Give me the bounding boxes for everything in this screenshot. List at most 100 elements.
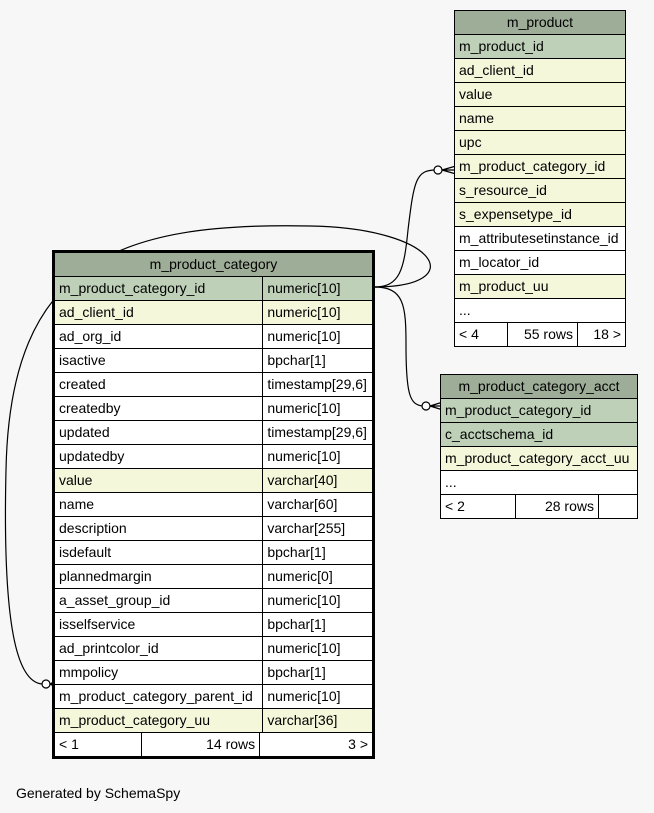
column-name: m_product_id xyxy=(455,35,625,58)
column-row-m-product-category-id[interactable]: m_product_category_id xyxy=(455,155,625,179)
column-name: s_resource_id xyxy=(455,179,625,202)
column-name: name xyxy=(55,493,263,516)
column-type: bpchar[1] xyxy=(262,613,372,636)
column-row-m-attributesetinstance-id[interactable]: m_attributesetinstance_id xyxy=(455,227,625,251)
column-type: numeric[10] xyxy=(262,637,372,660)
column-name: m_product_category_id xyxy=(55,277,263,300)
column-row-ad-client-id[interactable]: ad_client_id xyxy=(455,59,625,83)
fk-self-optional-marker xyxy=(41,679,51,689)
column-type: numeric[0] xyxy=(262,565,372,588)
column-name: m_product_category_id xyxy=(441,399,637,422)
table-title[interactable]: m_product xyxy=(455,11,625,35)
table-title[interactable]: m_product_category xyxy=(55,253,372,277)
column-type: timestamp[29,6] xyxy=(262,373,372,396)
column-row-s-resource-id[interactable]: s_resource_id xyxy=(455,179,625,203)
column-row-m-locator-id[interactable]: m_locator_id xyxy=(455,251,625,275)
column-name: m_product_category_uu xyxy=(55,709,263,732)
column-row-s-expensetype-id[interactable]: s_expensetype_id xyxy=(455,203,625,227)
column-name: upc xyxy=(455,131,625,154)
column-name: value xyxy=(455,83,625,106)
parents-count[interactable]: < 4 xyxy=(459,326,479,342)
column-type: numeric[10] xyxy=(262,277,372,300)
column-name: name xyxy=(455,107,625,130)
column-type: numeric[10] xyxy=(262,397,372,420)
column-type: varchar[255] xyxy=(262,517,372,540)
column-name: description xyxy=(55,517,263,540)
column-row-m-product-category-id[interactable]: m_product_category_id xyxy=(441,399,637,423)
row-count: 55 rows xyxy=(507,323,577,346)
column-row-more[interactable]: ... xyxy=(455,299,625,323)
column-name: ad_client_id xyxy=(455,59,625,82)
column-name: isselfservice xyxy=(55,613,263,636)
column-name: value xyxy=(55,469,263,492)
column-name: m_product_category_acct_uu xyxy=(441,447,637,470)
table-title[interactable]: m_product_category_acct xyxy=(441,375,637,399)
parents-count[interactable]: < 1 xyxy=(59,736,79,752)
children-count[interactable]: 3 > xyxy=(259,733,372,756)
column-name: m_product_category_id xyxy=(455,155,625,178)
column-name: plannedmargin xyxy=(55,565,263,588)
column-name: updated xyxy=(55,421,263,444)
children-count[interactable] xyxy=(598,495,637,518)
column-name: created xyxy=(55,373,263,396)
column-type: timestamp[29,6] xyxy=(262,421,372,444)
fk-m-product-to-category xyxy=(373,169,437,288)
column-type: bpchar[1] xyxy=(262,541,372,564)
column-type: varchar[60] xyxy=(262,493,372,516)
column-row-value[interactable]: value xyxy=(455,83,625,107)
column-type: bpchar[1] xyxy=(262,661,372,684)
column-name: c_acctschema_id xyxy=(441,423,637,446)
column-name: m_locator_id xyxy=(455,251,625,274)
column-row-c-acctschema-id[interactable]: c_acctschema_id xyxy=(441,423,637,447)
column-name: ... xyxy=(441,471,637,494)
column-name: updatedby xyxy=(55,445,263,468)
column-name: mmpolicy xyxy=(55,661,263,684)
fk-m-product-crowfoot xyxy=(441,165,457,175)
fk-acct-optional-marker xyxy=(421,401,431,411)
column-name: ad_org_id xyxy=(55,325,263,348)
column-type: numeric[10] xyxy=(262,685,372,708)
column-name: m_attributesetinstance_id xyxy=(455,227,625,250)
column-name: ad_client_id xyxy=(55,301,263,324)
column-row-name[interactable]: name xyxy=(455,107,625,131)
column-row-m-product-id[interactable]: m_product_id xyxy=(455,35,625,59)
column-row-more[interactable]: ... xyxy=(441,471,637,495)
column-name: a_asset_group_id xyxy=(55,589,263,612)
fk-m-product-optional-marker xyxy=(433,165,443,175)
column-name: createdby xyxy=(55,397,263,420)
column-row-upc[interactable]: upc xyxy=(455,131,625,155)
fk-acct-to-category xyxy=(373,286,424,407)
parents-count[interactable]: < 2 xyxy=(445,498,465,514)
column-row-m-product-category-acct-uu[interactable]: m_product_category_acct_uu xyxy=(441,447,637,471)
column-name: s_expensetype_id xyxy=(455,203,625,226)
children-count[interactable]: 18 > xyxy=(577,323,625,346)
column-type: numeric[10] xyxy=(262,325,372,348)
column-row-m-product-uu[interactable]: m_product_uu xyxy=(455,275,625,299)
column-type: numeric[10] xyxy=(262,301,372,324)
